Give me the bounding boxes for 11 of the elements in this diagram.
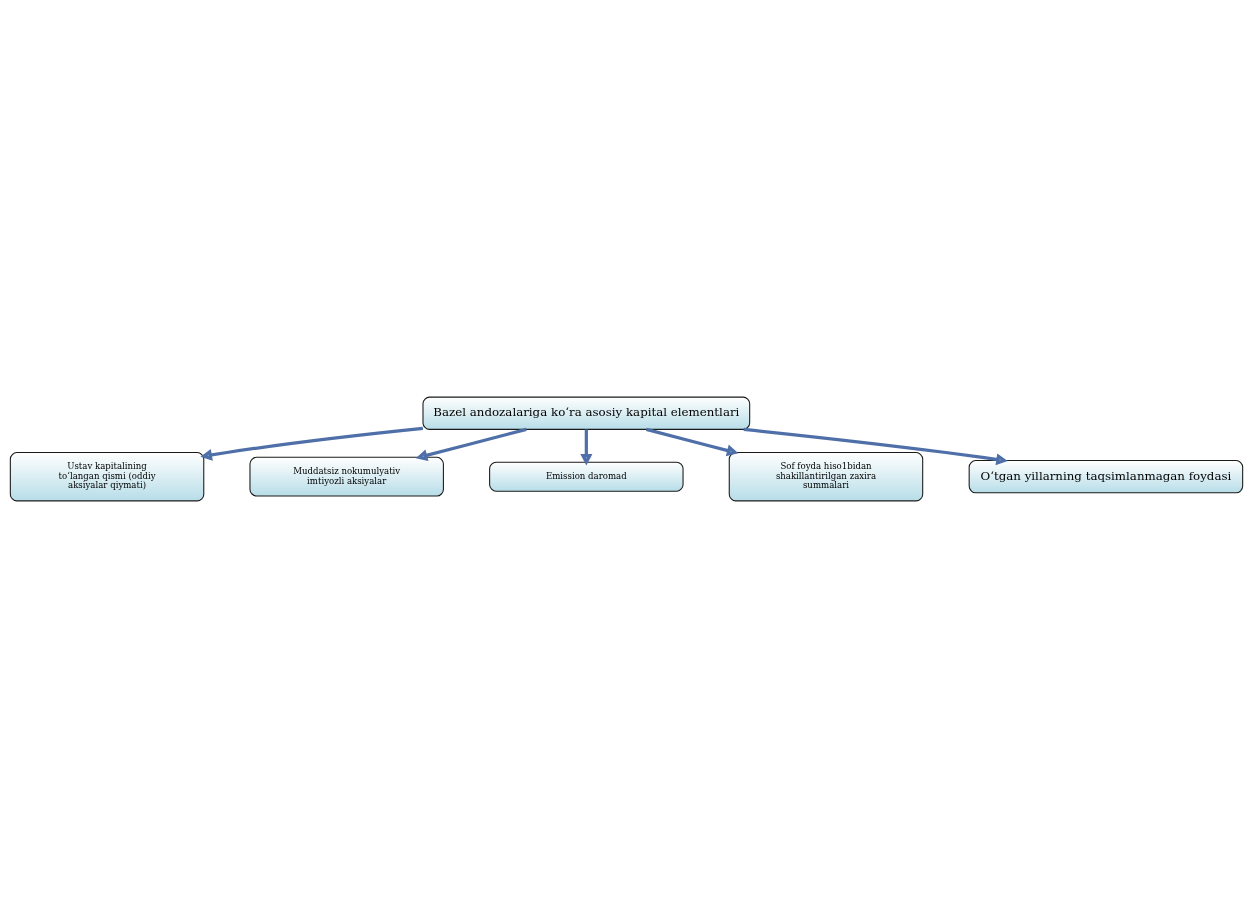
arrow	[200, 426, 424, 461]
node-box: Ustav kapitalining to‘langan qismi (oddiy aksiyalar qiymati)	[9, 451, 205, 501]
arrow	[645, 427, 739, 456]
arrow	[415, 427, 527, 461]
node-box: O‘tgan yillarning taqsimlanmagan foydasi	[968, 459, 1244, 493]
arrow	[743, 427, 1008, 465]
arrow	[580, 429, 593, 466]
node-box: Bazel andozalariga ko‘ra asosiy kapital elementlari	[422, 396, 751, 430]
node-box: Muddatsiz nokumulyativ imtiyozli aksiyalar	[249, 456, 444, 497]
node-box: Emission daromad	[489, 461, 684, 492]
node-box: Sof foyda hiso1bidan shakillantirilgan zaxira summalari	[728, 451, 924, 501]
